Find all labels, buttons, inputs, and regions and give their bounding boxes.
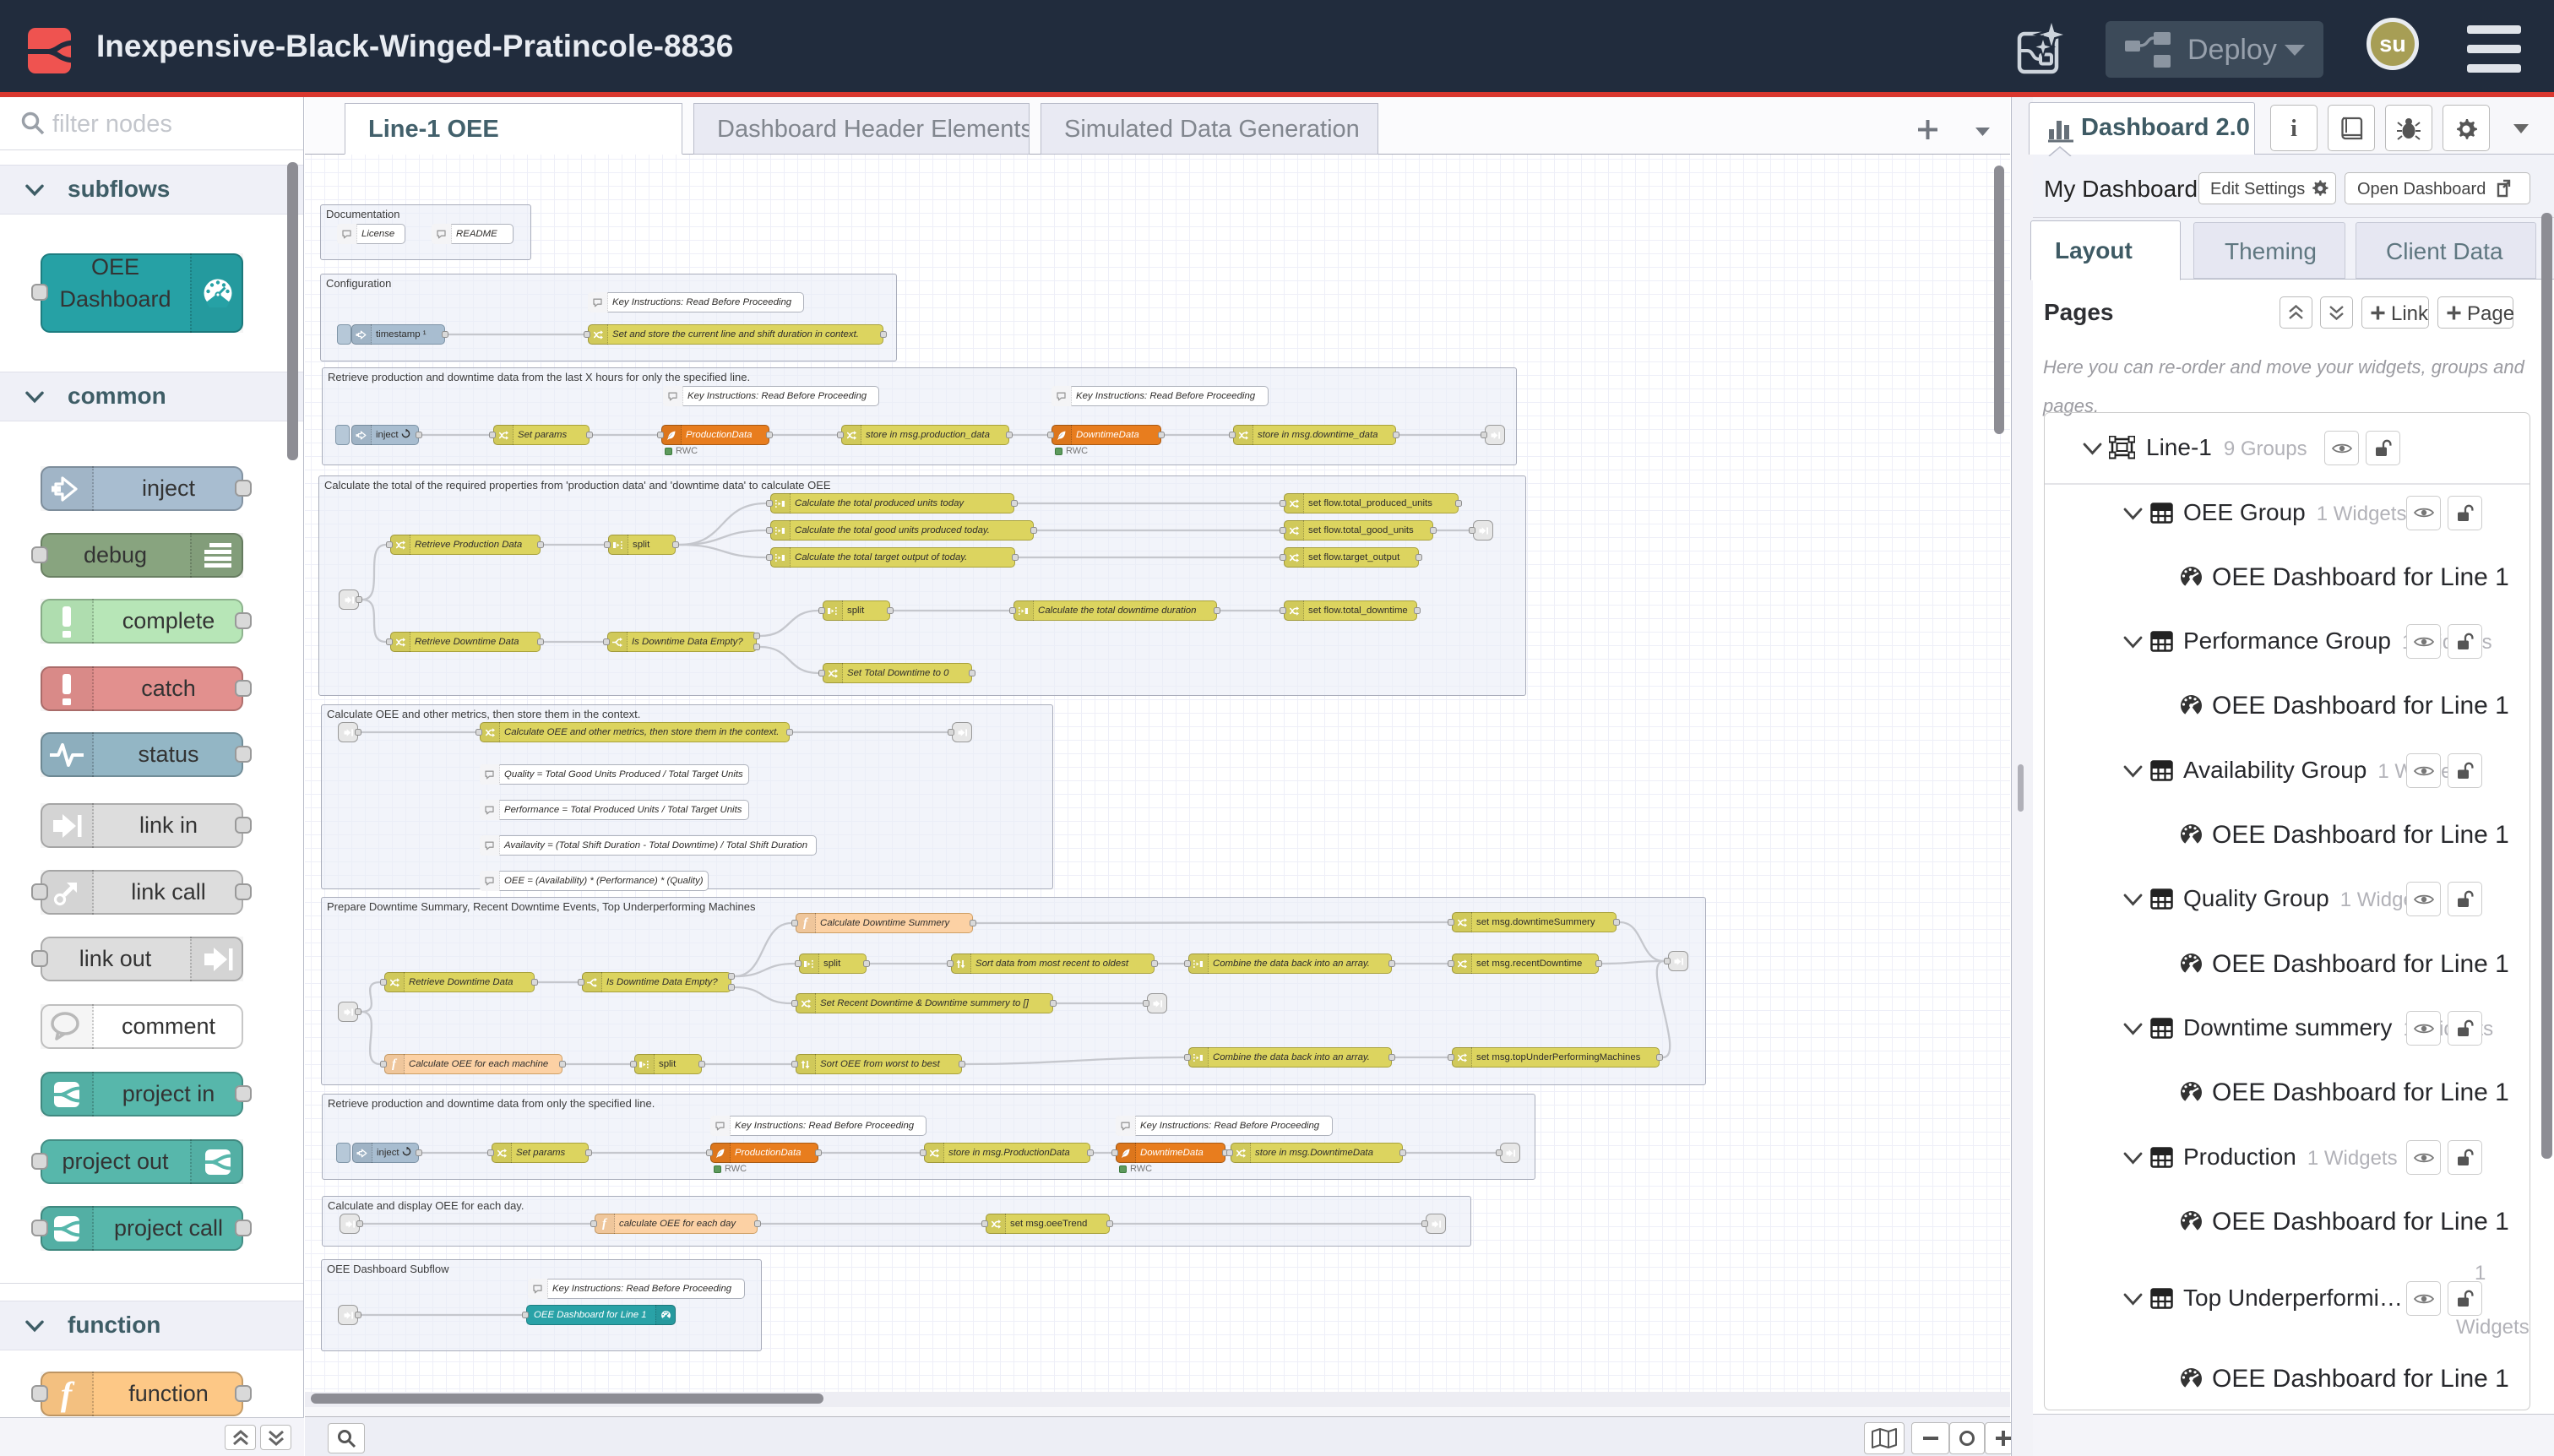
svg-text:i: i bbox=[2290, 116, 2297, 141]
